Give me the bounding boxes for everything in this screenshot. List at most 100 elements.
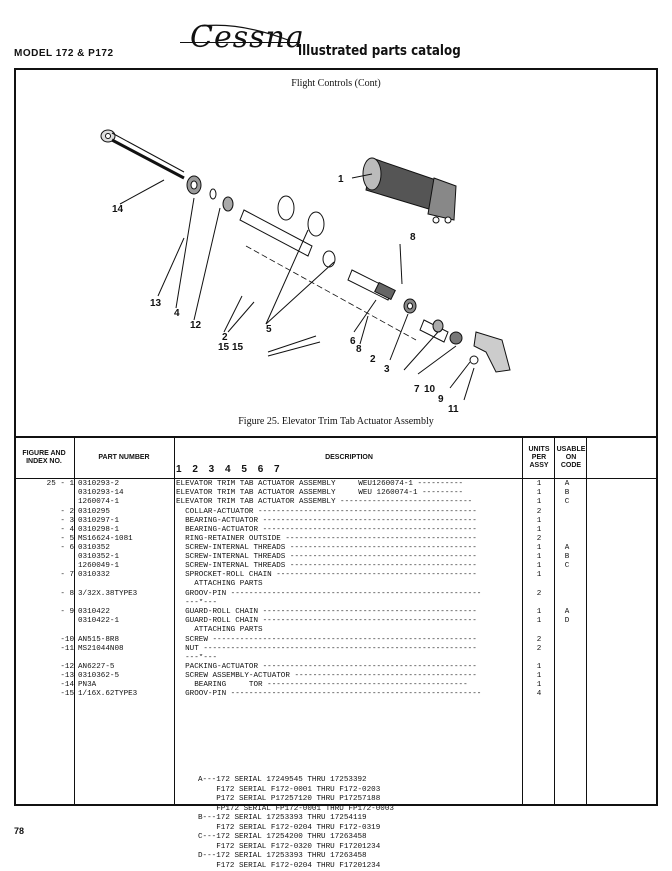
- model-label: MODEL 172 & P172: [14, 48, 114, 59]
- table-row: ---*---: [16, 654, 656, 663]
- exploded-view-diagram: 1 2 2 3 4 5 6 7 8 8 9 11 10 12 13 14 15 …: [16, 70, 656, 436]
- row-description: ATTACHING PARTS: [176, 626, 516, 635]
- row-description: ---*---: [176, 599, 516, 608]
- row-units: 2: [528, 508, 550, 517]
- callout-7: 7: [414, 384, 420, 395]
- row-figure-index: - 2: [16, 508, 74, 517]
- table-row: ---*---: [16, 599, 656, 608]
- row-part-number: AN515-8R8: [78, 636, 178, 645]
- callout-12: 12: [190, 320, 202, 331]
- row-part-number: 3/32X.38TYPE3: [78, 590, 178, 599]
- callout-15a: 15: [218, 342, 230, 353]
- table-row: 0310352-1 SCREW-INTERNAL THREADS -------…: [16, 553, 656, 562]
- row-units: 1: [528, 608, 550, 617]
- table-row: ATTACHING PARTS: [16, 626, 656, 635]
- row-description: ATTACHING PARTS: [176, 580, 516, 589]
- row-part-number: MS16624-1081: [78, 535, 178, 544]
- callout-15b: 15: [232, 342, 244, 353]
- header-figure-index: FIGURE AND INDEX NO.: [16, 438, 72, 478]
- row-figure-index: -13: [16, 672, 74, 681]
- row-description: SCREW ----------------------------------…: [176, 636, 516, 645]
- row-description: PACKING-ACTUATOR -----------------------…: [176, 663, 516, 672]
- note-line: C---172 SERIAL 17254200 THRU 17263458: [198, 833, 394, 843]
- note-line: A---172 SERIAL 17249545 THRU 17253392: [198, 776, 394, 786]
- row-description: SCREW-INTERNAL THREADS -----------------…: [176, 553, 516, 562]
- note-line: FP172 SERIAL FP172-0001 THRU FP172-0003: [198, 805, 394, 815]
- callout-2b: 2: [370, 354, 376, 365]
- row-description: ELEVATOR TRIM TAB ACTUATOR ASSEMBLY WEU1…: [176, 480, 516, 489]
- row-usable-code: C: [554, 562, 580, 571]
- row-part-number: 0310352: [78, 544, 178, 553]
- row-units: 2: [528, 645, 550, 654]
- row-units: 1: [528, 571, 550, 580]
- row-description: BEARING-ACTUATOR -----------------------…: [176, 517, 516, 526]
- row-part-number: AN6227-5: [78, 663, 178, 672]
- note-line: B---172 SERIAL 17253393 THRU 17254119: [198, 814, 394, 824]
- row-part-number: 1260074-1: [78, 498, 178, 507]
- callout-8a: 8: [410, 232, 416, 243]
- row-part-number: PN3A: [78, 681, 178, 690]
- logo-swoosh-icon: [200, 22, 290, 42]
- row-part-number: MS21044N08: [78, 645, 178, 654]
- callout-4: 4: [174, 308, 180, 319]
- callout-11: 11: [448, 404, 459, 415]
- row-units: 2: [528, 590, 550, 599]
- row-usable-code: C: [554, 498, 580, 507]
- row-description: NUT ------------------------------------…: [176, 645, 516, 654]
- row-figure-index: - 6: [16, 544, 74, 553]
- table-row: - 8 3/32X.38TYPE3 GROOV-PIN -------------…: [16, 590, 656, 599]
- row-figure-index: - 8: [16, 590, 74, 599]
- note-line: F172 SERIAL F172-0001 THRU F172-0203: [198, 786, 394, 796]
- usable-code-notes: A---172 SERIAL 17249545 THRU 17253392 F1…: [198, 776, 394, 871]
- row-usable-code: B: [554, 489, 580, 498]
- callout-3: 3: [384, 364, 390, 375]
- row-part-number: 0310422: [78, 608, 178, 617]
- table-header: FIGURE AND INDEX NO. PART NUMBER DESCRIP…: [16, 438, 656, 479]
- row-figure-index: 25 - 1: [16, 480, 74, 489]
- row-description: BEARING-ACTUATOR -----------------------…: [176, 526, 516, 535]
- row-units: 2: [528, 535, 550, 544]
- row-usable-code: A: [554, 544, 580, 553]
- callout-10: 10: [424, 384, 436, 395]
- callout-14: 14: [112, 204, 124, 215]
- row-usable-code: A: [554, 608, 580, 617]
- row-units: 1: [528, 480, 550, 489]
- row-units: 1: [528, 681, 550, 690]
- row-description: GUARD-ROLL CHAIN -----------------------…: [176, 617, 516, 626]
- table-row: 1260049-1 SCREW-INTERNAL THREADS -------…: [16, 562, 656, 571]
- page-frame: Flight Controls (Cont): [14, 68, 658, 806]
- row-part-number: 0310295: [78, 508, 178, 517]
- row-units: 4: [528, 690, 550, 699]
- row-part-number: 0310332: [78, 571, 178, 580]
- row-part-number: 0310422-1: [78, 617, 178, 626]
- row-description: SCREW-INTERNAL THREADS -----------------…: [176, 544, 516, 553]
- row-units: 1: [528, 544, 550, 553]
- note-line: D---172 SERIAL 17253393 THRU 17263458: [198, 852, 394, 862]
- figure-caption: Figure 25. Elevator Trim Tab Actuator As…: [16, 416, 656, 427]
- note-line: F172 SERIAL F172-0204 THRU F17201234: [198, 862, 394, 871]
- row-units: 1: [528, 553, 550, 562]
- row-part-number: 1/16X.62TYPE3: [78, 690, 178, 699]
- row-description: BEARING TOR ----------------------------…: [176, 681, 516, 690]
- row-description: ---*---: [176, 654, 516, 663]
- row-description: GROOV-PIN ------------------------------…: [176, 590, 516, 599]
- callout-8b: 8: [356, 344, 362, 355]
- row-description: SCREW-INTERNAL THREADS -----------------…: [176, 562, 516, 571]
- indent-digits: 1 2 3 4 5 6 7: [176, 464, 284, 475]
- row-part-number: 0310293-2: [78, 480, 178, 489]
- row-part-number: 0310293-14: [78, 489, 178, 498]
- callout-1: 1: [338, 174, 344, 185]
- row-description: SPROCKET-ROLL CHAIN --------------------…: [176, 571, 516, 580]
- illustration-area: Flight Controls (Cont): [16, 70, 656, 438]
